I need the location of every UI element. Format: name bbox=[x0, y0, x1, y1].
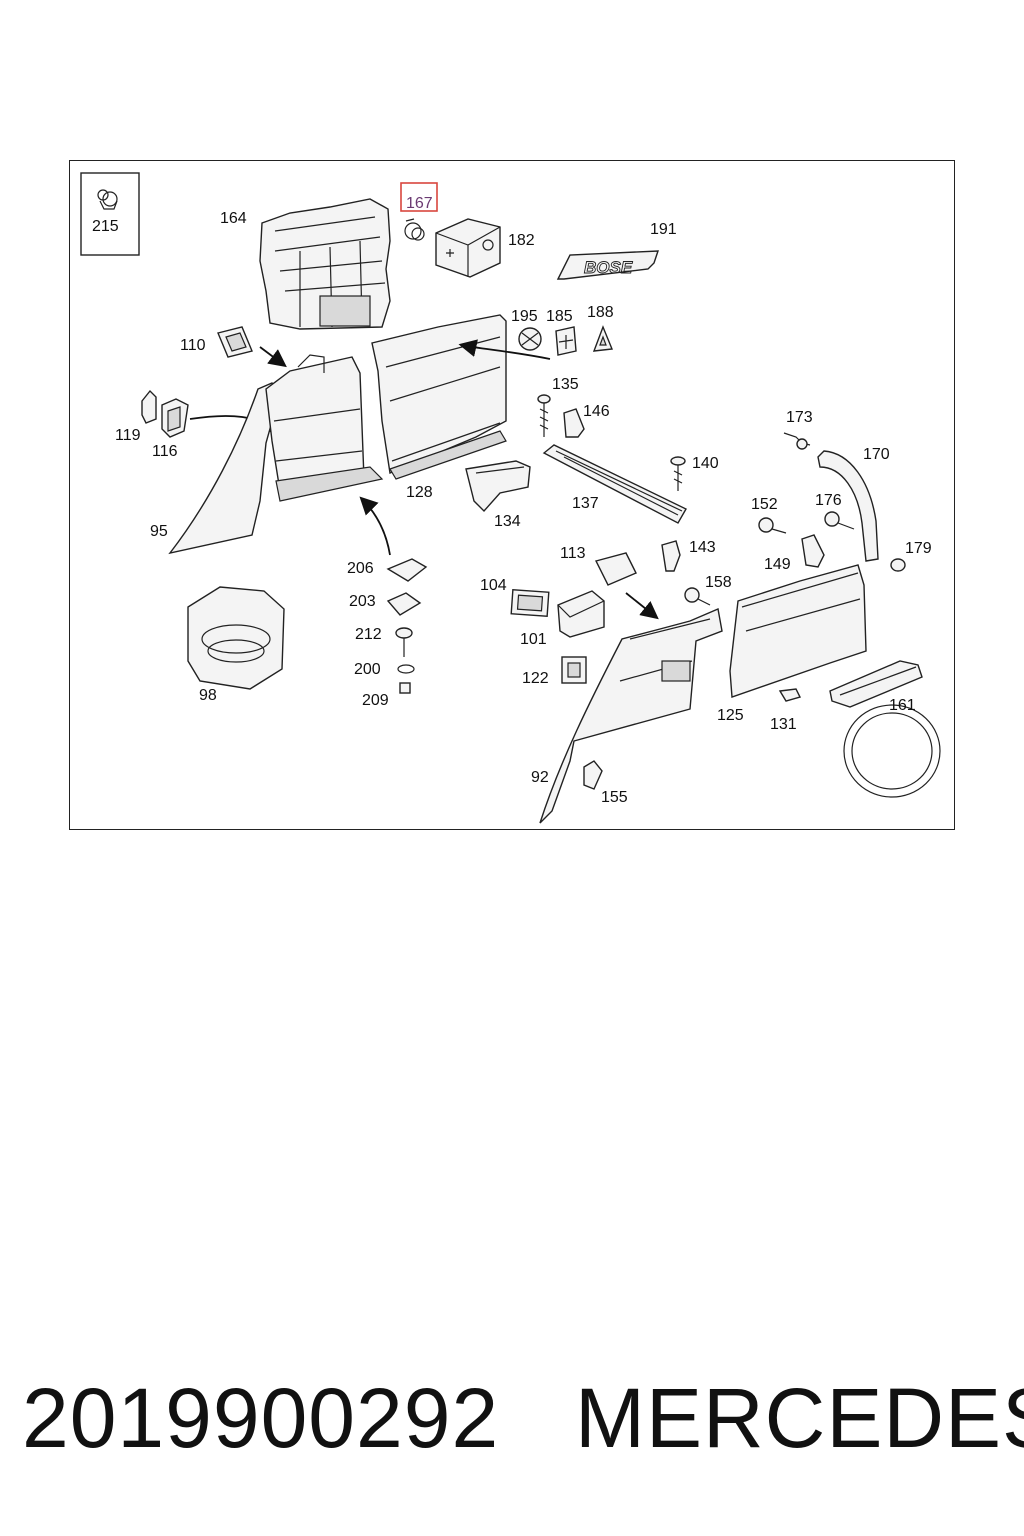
part-137-sill-plate[interactable] bbox=[542, 444, 687, 524]
callout-146[interactable]: 146 bbox=[583, 403, 610, 420]
arrow-206 bbox=[359, 496, 391, 556]
part-164-partition[interactable] bbox=[259, 198, 391, 330]
part-155-clip[interactable] bbox=[583, 760, 603, 790]
part-98-cup-holder[interactable] bbox=[187, 586, 285, 690]
callout-173[interactable]: 173 bbox=[786, 409, 813, 426]
callout-185[interactable]: 185 bbox=[546, 308, 573, 325]
part-176-screw[interactable] bbox=[824, 511, 855, 530]
part-122-switch[interactable] bbox=[561, 656, 587, 684]
callout-191[interactable]: 191 bbox=[650, 221, 677, 238]
callout-134[interactable]: 134 bbox=[494, 513, 521, 530]
callout-206[interactable]: 206 bbox=[347, 560, 374, 577]
part-143-clip[interactable] bbox=[661, 540, 681, 572]
part-167-clip[interactable] bbox=[404, 218, 425, 241]
callout-104[interactable]: 104 bbox=[480, 577, 507, 594]
part-146-clip[interactable] bbox=[563, 408, 585, 438]
part-206-cover[interactable] bbox=[386, 558, 428, 582]
part-182-first-aid-kit[interactable] bbox=[435, 218, 501, 278]
part-185-first-aid-sticker[interactable] bbox=[555, 326, 577, 356]
part-95-side-trim[interactable] bbox=[168, 354, 384, 555]
inset-box-215[interactable] bbox=[80, 172, 140, 256]
spare-wheel bbox=[843, 704, 941, 798]
callout-170[interactable]: 170 bbox=[863, 446, 890, 463]
part-173-pin[interactable] bbox=[783, 432, 811, 450]
part-135-screw[interactable] bbox=[537, 394, 551, 437]
part-140-screw[interactable] bbox=[670, 456, 686, 491]
callout-195[interactable]: 195 bbox=[511, 308, 538, 325]
callout-98[interactable]: 98 bbox=[199, 687, 217, 704]
callout-158[interactable]: 158 bbox=[705, 574, 732, 591]
callout-188[interactable]: 188 bbox=[587, 304, 614, 321]
part-195-grommet[interactable] bbox=[518, 327, 542, 351]
callout-119[interactable]: 119 bbox=[115, 427, 141, 444]
callout-155[interactable]: 155 bbox=[601, 789, 628, 806]
part-134-bracket[interactable] bbox=[465, 460, 531, 513]
part-101-cover[interactable] bbox=[557, 590, 605, 638]
callout-167[interactable]: 167 bbox=[406, 195, 433, 212]
callout-179[interactable]: 179 bbox=[905, 540, 932, 557]
part-116[interactable] bbox=[161, 398, 189, 438]
callout-203[interactable]: 203 bbox=[349, 593, 376, 610]
callout-128[interactable]: 128 bbox=[406, 484, 433, 501]
part-191-emblem[interactable]: BOSE bbox=[556, 250, 659, 280]
part-209-nut[interactable] bbox=[399, 682, 411, 694]
callout-131[interactable]: 131 bbox=[770, 716, 797, 733]
callout-164[interactable]: 164 bbox=[220, 210, 247, 227]
highlight-box-167 bbox=[400, 182, 438, 212]
part-92-side-trim[interactable] bbox=[539, 608, 723, 824]
callout-182[interactable]: 182 bbox=[508, 232, 535, 249]
part-113-cover[interactable] bbox=[594, 552, 637, 586]
exploded-view-drawing: BOSE bbox=[80, 172, 941, 824]
part-number: 2019900292 bbox=[22, 1371, 500, 1465]
callout-95[interactable]: 95 bbox=[150, 523, 168, 540]
part-200-washer[interactable] bbox=[397, 664, 415, 674]
parts-diagram: BOSE bbox=[69, 160, 955, 830]
part-170-wheel-arch-trim[interactable] bbox=[817, 450, 879, 562]
callout-125[interactable]: 125 bbox=[717, 707, 744, 724]
callout-209[interactable]: 209 bbox=[362, 692, 389, 709]
callout-92[interactable]: 92 bbox=[531, 769, 549, 786]
callout-215[interactable]: 215 bbox=[92, 218, 119, 235]
part-131-clip[interactable] bbox=[778, 688, 802, 702]
callout-212[interactable]: 212 bbox=[355, 626, 382, 643]
emblem-text: BOSE bbox=[584, 258, 633, 277]
part-203-cap[interactable] bbox=[386, 592, 422, 616]
callout-122[interactable]: 122 bbox=[522, 670, 549, 687]
callout-140[interactable]: 140 bbox=[692, 455, 719, 472]
part-119[interactable] bbox=[141, 389, 157, 424]
part-158-screw[interactable] bbox=[684, 587, 711, 606]
arrow-110 bbox=[259, 346, 287, 368]
part-128-luggage-trim[interactable] bbox=[371, 314, 507, 480]
callout-143[interactable]: 143 bbox=[689, 539, 716, 556]
callout-101[interactable]: 101 bbox=[520, 631, 547, 648]
part-212-screw[interactable] bbox=[395, 627, 413, 657]
callout-137[interactable]: 137 bbox=[572, 495, 599, 512]
footer-caption: 2019900292 MERCEDES bbox=[0, 1368, 1024, 1478]
callout-113[interactable]: 113 bbox=[560, 545, 586, 562]
part-161-trim[interactable] bbox=[829, 660, 923, 708]
callout-135[interactable]: 135 bbox=[552, 376, 579, 393]
callout-176[interactable]: 176 bbox=[815, 492, 842, 509]
part-152-screw[interactable] bbox=[758, 517, 787, 534]
part-188-warning-triangle[interactable] bbox=[592, 325, 613, 352]
arrow-195 bbox=[458, 339, 551, 360]
callout-labels: 215 164 167 182 191 110 195 185 188 135 … bbox=[92, 195, 932, 806]
callout-149[interactable]: 149 bbox=[764, 556, 791, 573]
part-110[interactable] bbox=[217, 326, 253, 358]
callout-152[interactable]: 152 bbox=[751, 496, 778, 513]
callout-200[interactable]: 200 bbox=[354, 661, 381, 678]
callout-110[interactable]: 110 bbox=[180, 337, 206, 354]
part-104-frame[interactable] bbox=[510, 589, 550, 617]
callout-161[interactable]: 161 bbox=[889, 697, 916, 714]
arrow-113 bbox=[625, 592, 659, 620]
part-125-quarter-trim[interactable] bbox=[729, 564, 867, 698]
callout-116[interactable]: 116 bbox=[152, 443, 178, 460]
part-179-cap[interactable] bbox=[890, 558, 906, 572]
brand-name: MERCEDES bbox=[575, 1371, 1024, 1465]
part-149-bracket[interactable] bbox=[801, 534, 825, 568]
